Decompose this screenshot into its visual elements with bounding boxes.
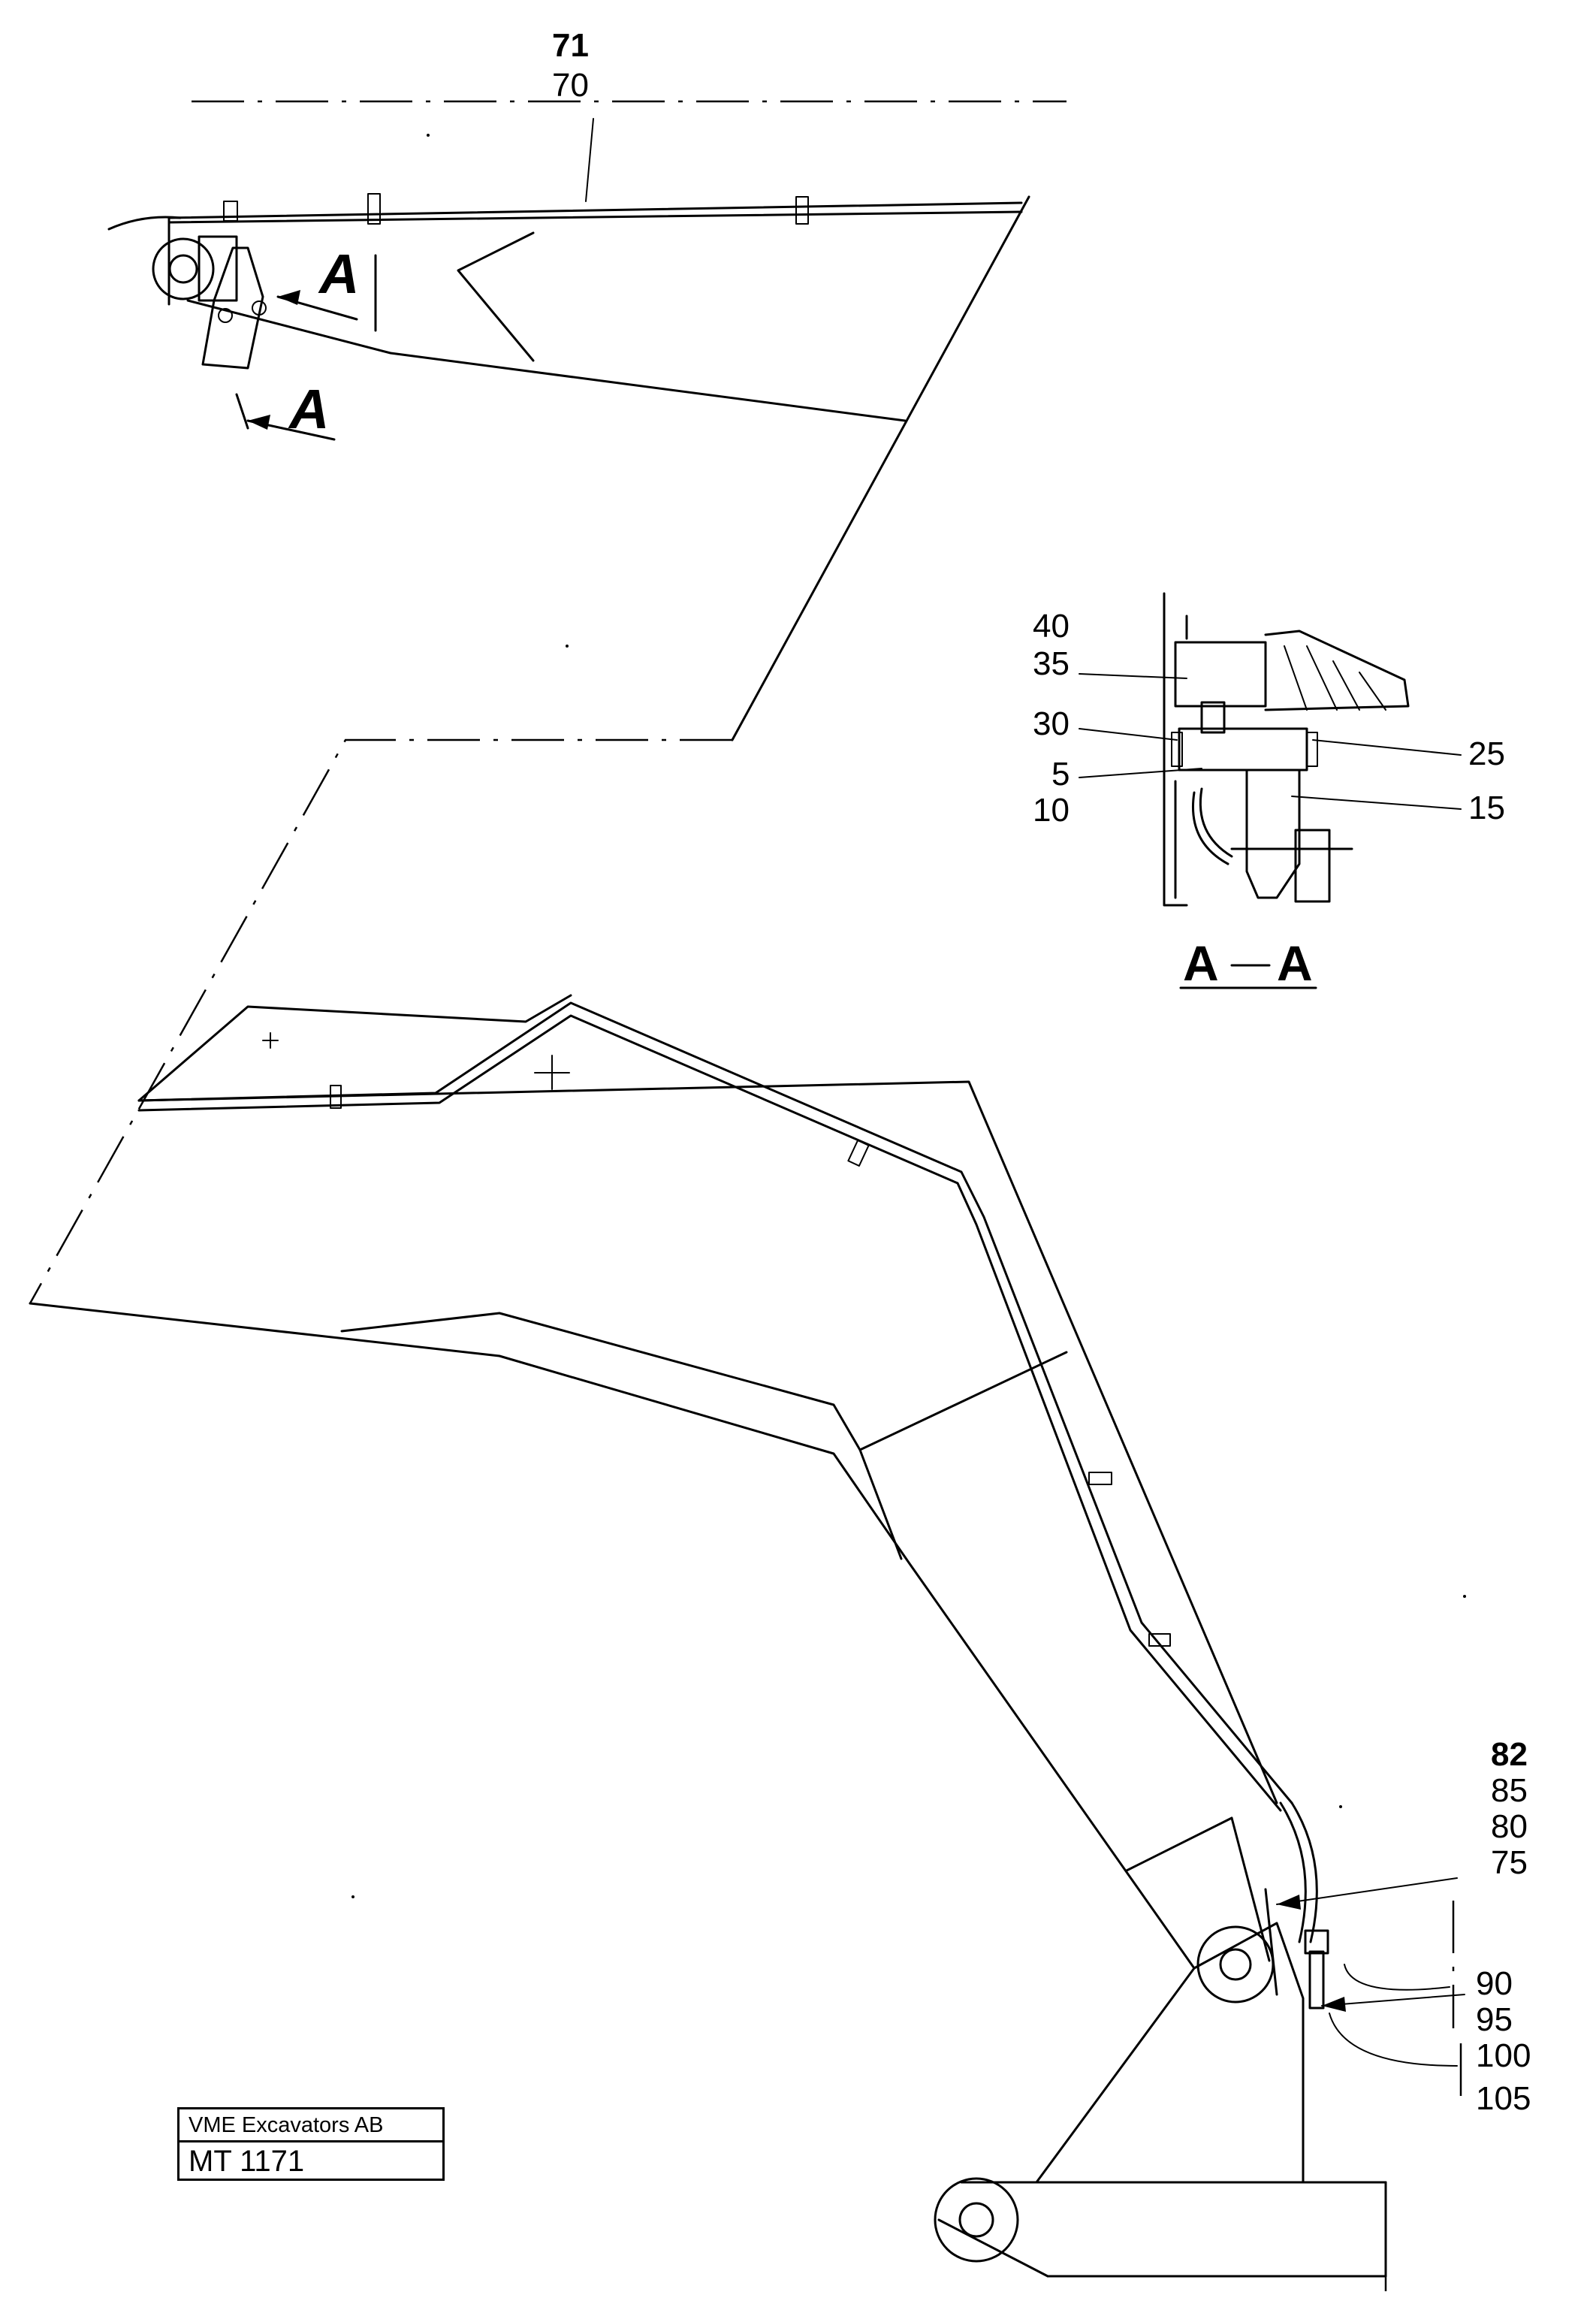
section-aa-title: A A: [1179, 935, 1317, 991]
label-35: 35: [1033, 645, 1070, 682]
label-95: 95: [1476, 2001, 1513, 2038]
label-90: 90: [1476, 1965, 1513, 2002]
label-30: 30: [1033, 705, 1070, 742]
leader-75: [1276, 1877, 1458, 1905]
leader-arrow-icon: [1277, 1895, 1301, 1910]
leader-arrow-icon: [1322, 1997, 1346, 2012]
section-marker-lower: A: [288, 378, 329, 440]
leader-5: [1079, 768, 1202, 778]
break-line: [29, 738, 732, 1304]
leader-35: [1079, 673, 1187, 679]
boom-tip-upper: [107, 100, 1067, 741]
speck-marks: [351, 134, 1466, 1898]
section-marker-upper: A: [318, 243, 359, 305]
section-aa-detail: [1163, 592, 1410, 907]
label-105: 105: [1476, 2080, 1531, 2117]
hydraulic-pipe: [137, 1001, 1329, 2010]
hose-line: [1344, 1964, 1450, 1991]
section-arrow-icon: [278, 290, 300, 305]
drawing-number: MT 1171: [189, 2145, 305, 2178]
label-71: 71: [552, 27, 589, 64]
leader-15: [1291, 796, 1462, 810]
section-title-right: A: [1277, 935, 1313, 991]
leader-25: [1312, 739, 1462, 756]
company-name: VME Excavators AB: [180, 2109, 442, 2142]
label-75: 75: [1491, 1844, 1528, 1881]
label-15: 15: [1468, 790, 1505, 826]
label-85: 85: [1491, 1772, 1528, 1809]
section-title-left: A: [1183, 935, 1219, 991]
label-82: 82: [1491, 1736, 1528, 1773]
label-70: 70: [552, 67, 589, 104]
label-40: 40: [1033, 608, 1070, 645]
label-10: 10: [1033, 792, 1070, 829]
leader-30: [1079, 728, 1178, 741]
title-block: VME Excavators AB MT 1171: [177, 2107, 445, 2181]
hose-line: [1329, 2013, 1458, 2067]
section-arrow-icon: [248, 415, 270, 430]
label-80: 80: [1491, 1808, 1528, 1845]
label-5: 5: [1051, 756, 1070, 793]
boom-body: [29, 994, 1387, 2291]
leader-90: [1321, 1994, 1465, 2007]
label-100: 100: [1476, 2037, 1531, 2074]
label-25: 25: [1468, 735, 1505, 772]
